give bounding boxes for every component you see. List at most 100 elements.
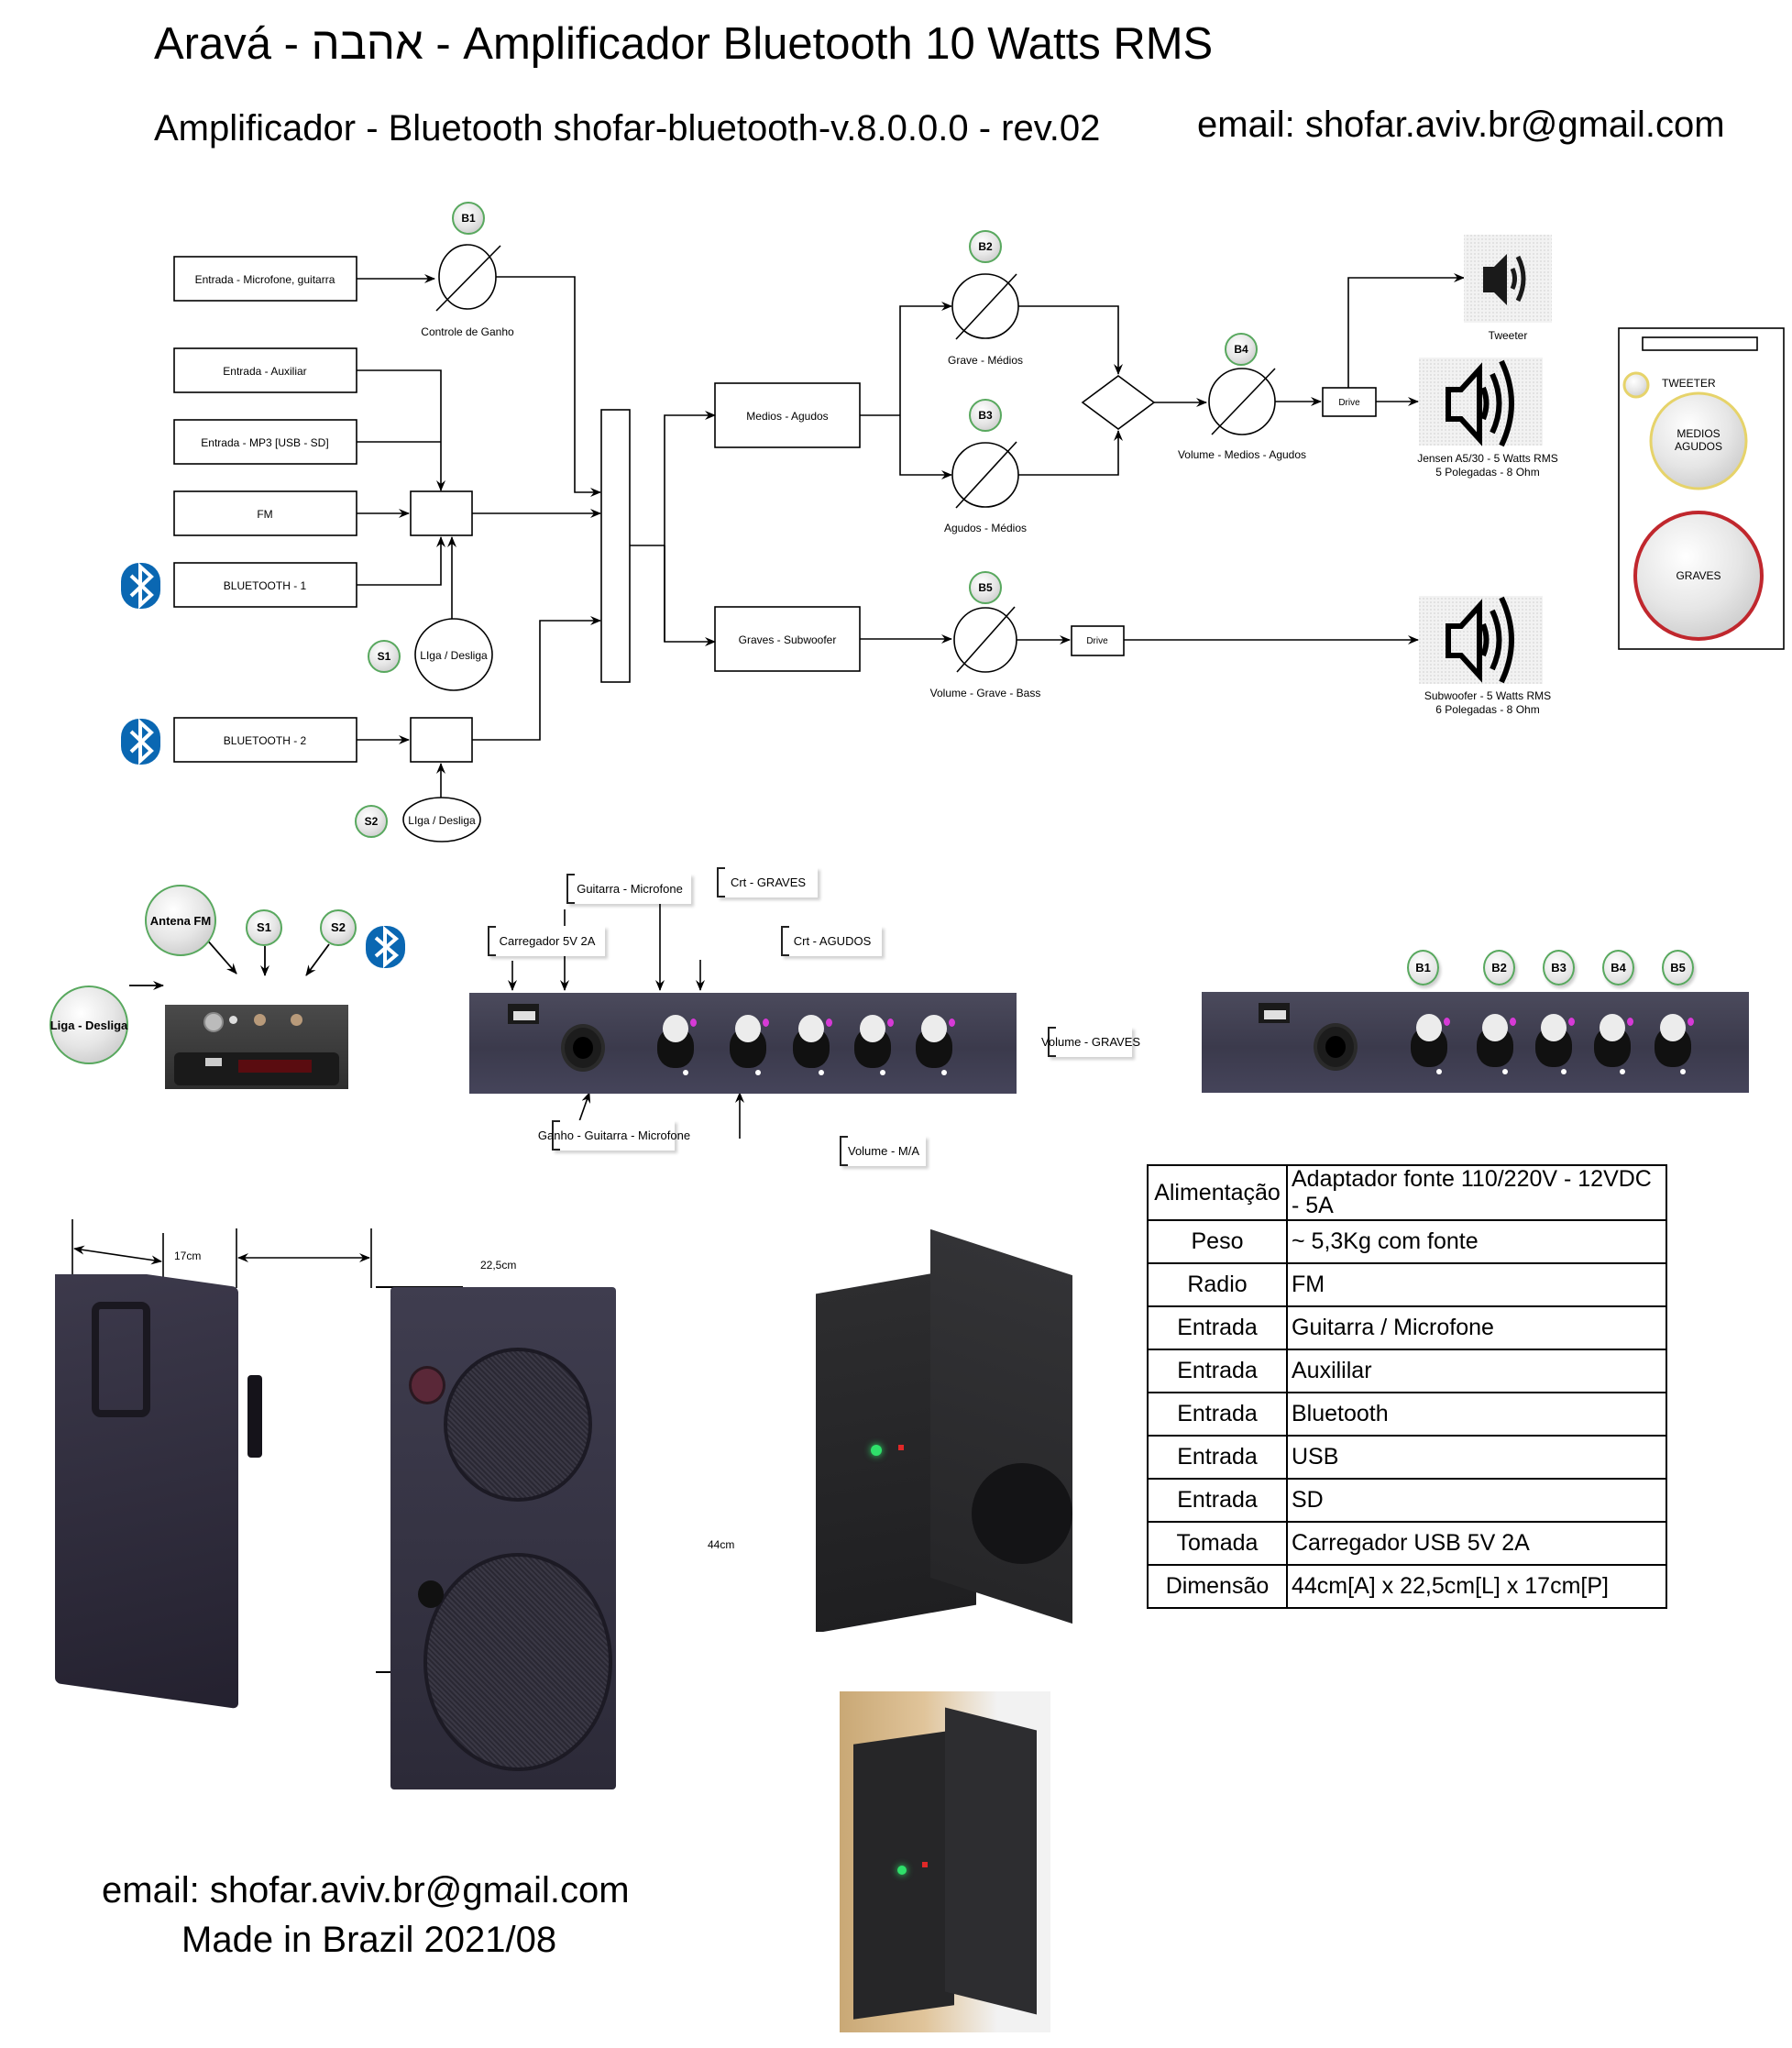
speaker-icon (1483, 254, 1507, 305)
pot-b3-label: Agudos - Médios (944, 522, 1027, 534)
knob (728, 1011, 769, 1075)
switch-s2-label: LIga / Desliga (408, 814, 476, 827)
callout-treble-control: Crt - AGUDOS (781, 926, 882, 956)
knob (791, 1011, 832, 1075)
pot-b2-label: Grave - Médios (948, 354, 1023, 367)
footer-email: email: shofar.aviv.br@gmail.com (102, 1870, 630, 1910)
badge-b5: B5 (969, 571, 1002, 604)
gain-label: Controle de Ganho (421, 325, 514, 338)
dimension-width: 22,5cm (480, 1259, 517, 1272)
mixer-bar (600, 409, 631, 683)
svg-text:S2: S2 (365, 815, 379, 828)
spec-key: Entrada (1147, 1478, 1288, 1523)
antenna-fm-badge: Antena FM (145, 885, 216, 956)
input-bt2-label: BLUETOOTH - 2 (224, 734, 307, 747)
tweeter (409, 1366, 445, 1404)
spec-row: Peso~ 5,3Kg com fonte (1147, 1219, 1667, 1264)
selector-box-1 (410, 490, 473, 536)
badge-b2: B2 (969, 230, 1002, 263)
bass-label: Graves - Subwoofer (739, 633, 837, 646)
spec-key: Radio (1147, 1262, 1288, 1307)
callout-volume-ma: Volume - M/A (840, 1136, 926, 1166)
switch-s2-ellipse (402, 797, 481, 842)
drive-bass-label: Drive (1086, 636, 1108, 646)
spec-value: Bluetooth (1286, 1392, 1667, 1437)
jack-socket (561, 1024, 605, 1072)
switch-s1-ellipse (414, 618, 493, 691)
cabinet-mid (1649, 391, 1748, 490)
badge-b3: B3 (969, 399, 1002, 432)
input-aux-label: Entrada - Auxiliar (223, 365, 306, 378)
knob (1592, 1010, 1633, 1074)
cabinet-woofer-label: GRAVES (1676, 569, 1721, 582)
sub-speaker-label-2: 6 Polegadas - 8 Ohm (1435, 703, 1539, 716)
knob (1409, 1010, 1450, 1074)
drive-mid-label: Drive (1338, 398, 1360, 408)
dimension-depth: 17cm (174, 1250, 202, 1262)
angled-view-photo (797, 1225, 1100, 1632)
mid-speaker-grille (444, 1348, 592, 1502)
spec-value: Carregador USB 5V 2A (1286, 1521, 1667, 1566)
bluetooth-icon (366, 925, 405, 969)
svg-text:B4: B4 (1234, 343, 1248, 356)
subwoofer-speaker (1419, 596, 1543, 684)
speaker-icon (1446, 599, 1482, 683)
speaker-icon (1446, 362, 1482, 446)
spec-key: Dimensão (1147, 1564, 1288, 1609)
spec-key: Alimentação (1147, 1164, 1288, 1221)
cabinet-top-panel (1642, 336, 1758, 351)
panel-badge-b3: B3 (1543, 950, 1575, 985)
usb-port (508, 1004, 539, 1024)
svg-text:B2: B2 (978, 240, 993, 253)
knob (1475, 1010, 1516, 1074)
cabinet-woofer (1633, 511, 1764, 641)
bluetooth-icon (121, 718, 160, 765)
callout-guitar-input: Guitarra - Microfone (566, 874, 691, 904)
mid-speaker-label-1: Jensen A5/30 - 5 Watts RMS (1417, 452, 1558, 465)
drive-bass (1071, 625, 1125, 656)
panel-badge-b4: B4 (1602, 950, 1634, 985)
pot-b5-label: Volume - Grave - Bass (930, 687, 1041, 699)
spec-key: Peso (1147, 1219, 1288, 1264)
selector-box-2 (410, 717, 473, 763)
bluetooth-icon (121, 562, 160, 610)
callout-charger: Carregador 5V 2A (488, 926, 605, 956)
block-diagram: Entrada - Microfone, guitarra Entrada - … (121, 202, 1785, 842)
footer-made-in: Made in Brazil 2021/08 (181, 1920, 557, 1960)
panel-badge-b1: B1 (1407, 950, 1439, 985)
svg-text:S1: S1 (378, 650, 391, 663)
spec-value: Auxililar (1286, 1349, 1667, 1393)
power-switch-badge: Liga - Desliga (49, 985, 128, 1064)
input-mic-label: Entrada - Microfone, guitarra (195, 273, 335, 286)
knob (655, 1011, 697, 1075)
usb-port (1259, 1003, 1290, 1023)
spec-value: Guitarra / Microfone (1286, 1305, 1667, 1350)
spec-key: Entrada (1147, 1435, 1288, 1480)
cabinet-mid-label-1: MEDIOS (1677, 427, 1720, 440)
knob (914, 1011, 955, 1075)
spec-key: Entrada (1147, 1305, 1288, 1350)
cabinet-outline (1618, 327, 1785, 650)
tweeter-speaker (1464, 235, 1552, 323)
callout-gain: Ganho - Guitarra - Microfone (538, 1120, 690, 1151)
badge-s1: S1 (368, 640, 401, 673)
svg-text:B5: B5 (978, 581, 993, 594)
input-mp3-label: Entrada - MP3 [USB - SD] (201, 436, 328, 449)
spec-value: USB (1286, 1435, 1667, 1480)
badge-s2: S2 (355, 805, 388, 838)
spec-key: Entrada (1147, 1349, 1288, 1393)
front-panel-photo-2 (1202, 992, 1749, 1093)
panel-badge-b5: B5 (1662, 950, 1694, 985)
svg-text:Liga - Desliga: Liga - Desliga (50, 1018, 128, 1032)
mp3-module-photo (165, 1005, 348, 1089)
svg-text:B3: B3 (978, 409, 993, 422)
callout-volume-bass: Volume - GRAVES (1041, 1027, 1140, 1057)
module-callouts: Antena FM S1 S2 Liga - Desliga (49, 885, 405, 1064)
svg-text:Antena FM: Antena FM (150, 914, 211, 928)
svg-text:S1: S1 (257, 920, 271, 934)
panel-badge-b2: B2 (1483, 950, 1515, 985)
